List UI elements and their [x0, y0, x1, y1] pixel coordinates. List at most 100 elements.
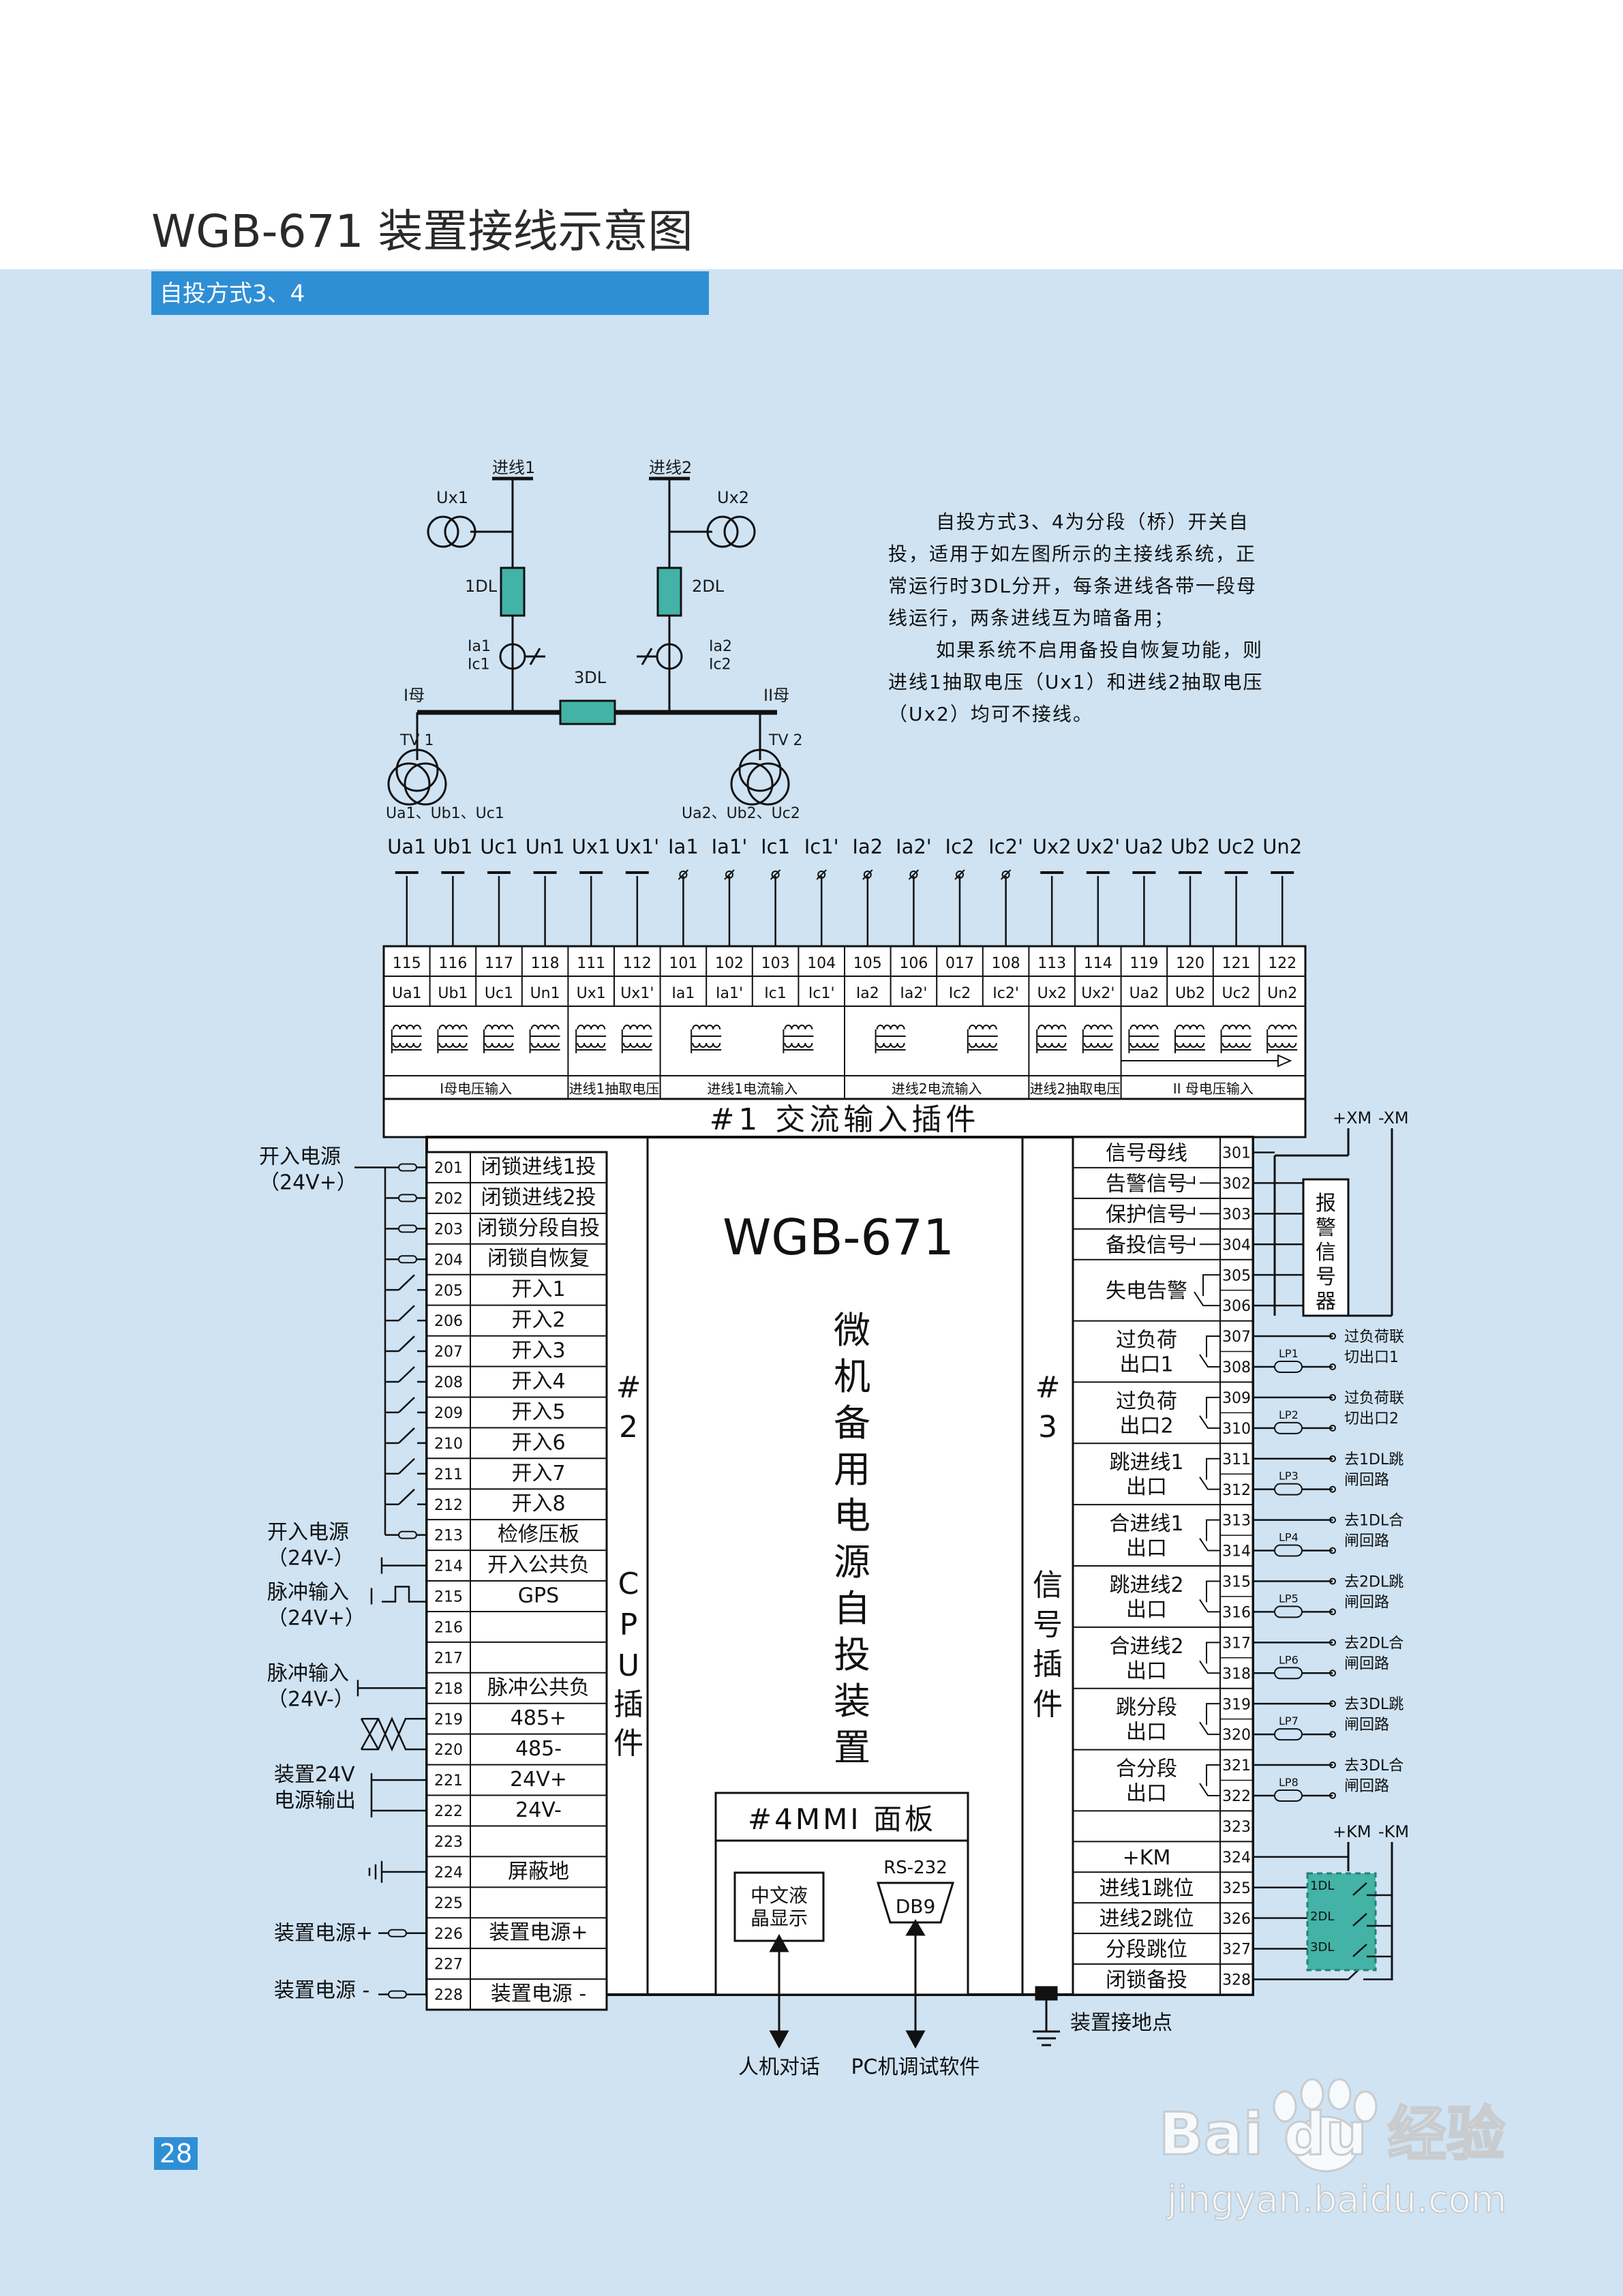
cpu-terminal-number: 227: [434, 1957, 463, 1974]
ac-terminal-label: Ux2': [1081, 985, 1114, 1002]
cpu-plugin-char: U: [618, 1648, 639, 1683]
ac-terminal-label: Ua2: [1129, 985, 1159, 1002]
ac-terminal-label: Uc2: [1222, 985, 1250, 1002]
transformer-coil-icon: [1036, 1025, 1067, 1053]
device-name-char: 微: [834, 1309, 870, 1352]
signal-terminal-label: +KM: [1123, 1846, 1171, 1870]
ac-group-label: 进线2电流输入: [892, 1081, 982, 1097]
pc-software-label: PC机调试软件: [851, 2055, 980, 2079]
cpu-terminal-label: 脉冲公共负: [487, 1676, 590, 1700]
terminal-icon: [1329, 1762, 1336, 1769]
ac-terminal-label: Ux1: [577, 985, 606, 1002]
watermark-url: jingyan.baidu.com: [1166, 2178, 1506, 2221]
terminal-icon: [1329, 1731, 1336, 1738]
xm-pos-label: +XM: [1333, 1108, 1371, 1128]
description-line: 如果系统不启用备投自恢复功能，则: [936, 639, 1263, 661]
paw-icon: [1273, 2078, 1378, 2173]
signal-terminal-number: 316: [1222, 1604, 1251, 1621]
ac-terminal-label: Ic2: [949, 985, 971, 1002]
ac-terminal-number: 112: [623, 955, 652, 972]
main-wiring-topology: [387, 477, 790, 806]
ct-terminal-icon: [679, 871, 688, 879]
relay-contact-icon: [1186, 1207, 1220, 1215]
ac-terminal-number: 118: [531, 955, 560, 972]
pulse-pos-label: 脉冲输入（24V+）: [267, 1580, 365, 1630]
signal-terminal-number: 302: [1222, 1175, 1251, 1192]
cpu-terminal-number: 225: [434, 1895, 463, 1912]
input-switch-icon: [398, 1274, 415, 1291]
transformer-coil-icon: [483, 1025, 514, 1053]
input-switch-icon: [398, 1366, 415, 1383]
device-name-char: 电: [834, 1494, 870, 1537]
device-name-char: 装: [834, 1680, 870, 1723]
cpu-terminal-label: 开入3: [511, 1339, 565, 1363]
signal-terminal-block: 301信号母线302告警信号303保护信号304备投信号305306失电告警30…: [1072, 1136, 1404, 1996]
signal-plugin-char: 插: [1033, 1647, 1063, 1682]
transformer-coil-icon: [967, 1025, 998, 1053]
cpu-terminal-number: 216: [434, 1620, 463, 1637]
ac-terminal-number: 106: [899, 955, 928, 972]
cpu-terminal-number: 203: [434, 1221, 463, 1238]
terminal-icon: [1329, 1608, 1336, 1616]
tv2-output-label: Ua2、Ub2、Uc2: [682, 805, 800, 822]
cpu-terminal-label: 24V-: [515, 1798, 562, 1822]
ac-top-label: Ux2': [1076, 835, 1120, 858]
ac-terminal-label: Ia2: [856, 985, 879, 1002]
ac-top-label: Ia2: [852, 835, 883, 858]
dev-neg-label: 装置电源 -: [274, 1979, 369, 2003]
output-destination-label: 去1DL跳闸回路: [1344, 1451, 1404, 1489]
signal-terminal-label: 跳分段出口: [1116, 1696, 1177, 1744]
transformer-coil-icon: [575, 1025, 607, 1053]
signal-plugin-char: 件: [1033, 1687, 1063, 1722]
signal-terminal-label: 告警信号: [1106, 1172, 1187, 1196]
cpu-terminal-number: 211: [434, 1466, 463, 1483]
signal-terminal-number: 324: [1222, 1849, 1251, 1867]
cpu-terminal-number: 228: [434, 1987, 463, 2004]
breaker1-label: 1DL: [465, 577, 498, 596]
signal-plugin-char: 信: [1033, 1568, 1063, 1603]
transformer-coil-icon: [1220, 1025, 1252, 1053]
cpu-terminal-number: 224: [434, 1864, 463, 1882]
signal-terminal-number: 307: [1222, 1329, 1251, 1346]
breaker-1dl: [500, 567, 526, 617]
relay-contact-icon: [1186, 1176, 1220, 1185]
relay-contact-icon: [1194, 1274, 1220, 1307]
signal-terminal-label: 过负荷出口2: [1116, 1389, 1177, 1438]
ct-slash: [954, 869, 965, 880]
ac-terminal-number: 117: [485, 955, 513, 972]
cpu-terminal-label: 开入2: [511, 1308, 565, 1332]
breaker2-label: 2DL: [692, 577, 725, 596]
ct-slash: [908, 869, 920, 880]
terminal-icon: [1329, 1393, 1336, 1401]
signal-plugin-char: 3: [1038, 1410, 1057, 1445]
aux-contact-icon: [1352, 1944, 1367, 1957]
xm-neg-label: -XM: [1378, 1108, 1409, 1128]
output-destination-label: 过负荷联切出口1: [1344, 1329, 1404, 1366]
alarm-box-char: 号: [1316, 1265, 1336, 1289]
ac-terminal-number: 120: [1176, 955, 1204, 972]
transformer-coil-icon: [391, 1025, 422, 1053]
ct-terminal-icon: [725, 871, 733, 879]
pressure-plate-label: LP7: [1279, 1715, 1299, 1727]
cpu-terminal-label: 开入4: [511, 1370, 565, 1393]
terminal-icon: [1329, 1333, 1336, 1340]
output-destination-label: 去3DL合闸回路: [1344, 1757, 1404, 1795]
output-destination-label: 去3DL跳闸回路: [1344, 1696, 1404, 1734]
pressure-plate-label: LP6: [1279, 1653, 1299, 1666]
signal-terminal-number: 318: [1222, 1665, 1251, 1682]
signal-terminal-label: 闭锁备投: [1106, 1969, 1187, 1993]
signal-terminal-number: 312: [1222, 1482, 1251, 1499]
signal-terminal-number: 311: [1222, 1451, 1251, 1468]
device-name-char: 源: [834, 1541, 870, 1584]
ac-top-label: Ic2': [988, 835, 1023, 858]
ac-top-label: Ic1': [804, 835, 839, 858]
cpu-terminal-label: GPS: [518, 1584, 559, 1607]
shield-ground-icon: [368, 1860, 383, 1883]
alarm-box-char: 警: [1316, 1216, 1336, 1240]
signal-plugin-char: 号: [1033, 1607, 1063, 1642]
signal-terminal-label: 合分段出口: [1116, 1757, 1177, 1806]
